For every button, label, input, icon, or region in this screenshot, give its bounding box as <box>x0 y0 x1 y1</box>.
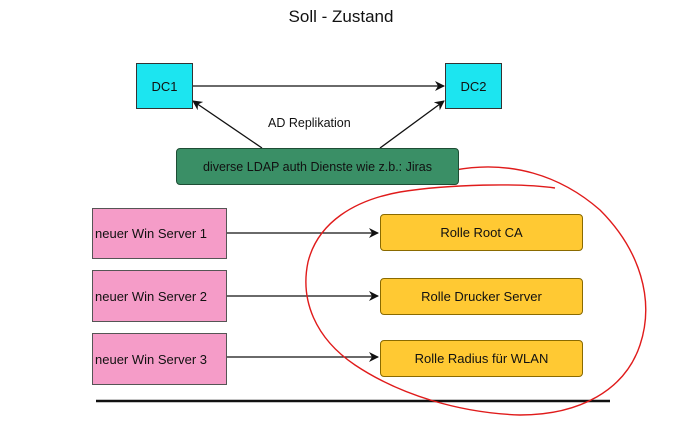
role-printer-server-node: Rolle Drucker Server <box>380 278 583 315</box>
dc1-node: DC1 <box>136 63 193 109</box>
role-root-ca-node: Rolle Root CA <box>380 214 583 251</box>
ldap-services-node: diverse LDAP auth Dienste wie z.b.: Jira… <box>176 148 459 185</box>
dc2-node: DC2 <box>445 63 502 109</box>
red-annotation-circle <box>305 166 647 416</box>
role-radius-wlan-node: Rolle Radius für WLAN <box>380 340 583 377</box>
ldap-to-dc1-arrow <box>192 100 263 149</box>
replication-label: AD Replikation <box>266 116 353 130</box>
diagram-title: Soll - Zustand <box>288 7 394 26</box>
win-server-2-node: neuer Win Server 2 <box>92 270 227 322</box>
win-server-1-node: neuer Win Server 1 <box>92 208 227 259</box>
ldap-to-dc2-arrow <box>379 100 445 149</box>
win-server-3-node: neuer Win Server 3 <box>92 333 227 385</box>
